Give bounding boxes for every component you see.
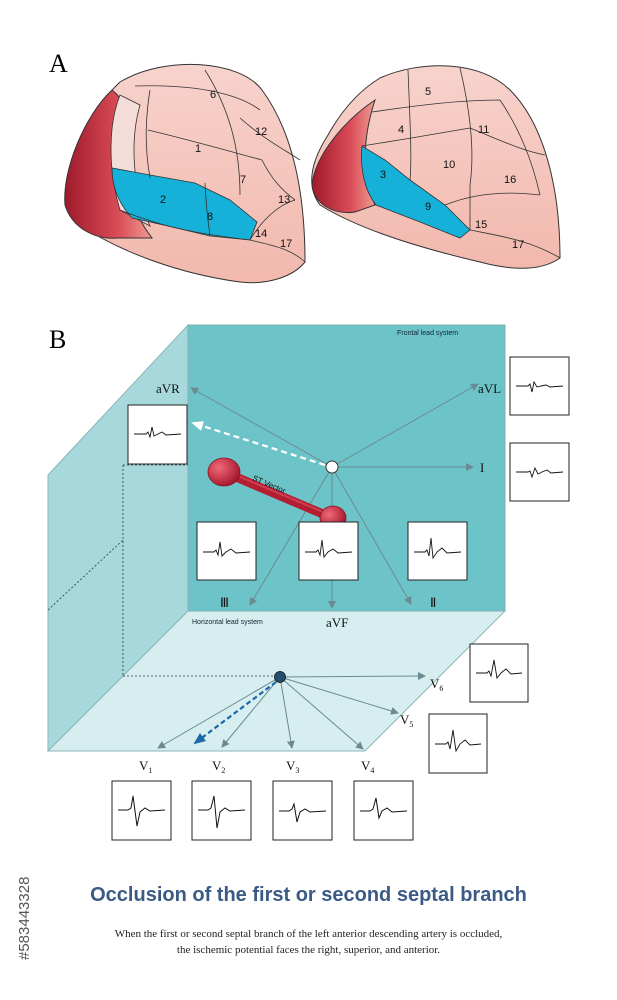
st-vector [207, 457, 347, 531]
heart-right-segment-17: 17 [512, 239, 524, 251]
label-avf: aVF [326, 615, 348, 630]
caption-line-2: the ischemic potential faces the right, … [176, 944, 441, 956]
ecg-box-v5 [428, 713, 488, 774]
heart-right-segment-3: 3 [380, 169, 386, 181]
precordial-lead-labels: V1 V2 V3 V4 V5 V6 [139, 676, 443, 775]
ecg-box-ii [407, 521, 468, 581]
heart-right-gridlines [361, 67, 561, 259]
ecg-box-v3 [272, 780, 333, 841]
caption-line-1: When the first or second septal branch o… [114, 928, 503, 940]
axis-v3 [279, 676, 295, 749]
ecg-box-v1 [111, 780, 172, 841]
heart-right-ischemic-region [361, 145, 471, 239]
label-v6: V6 [430, 676, 443, 693]
stock-id-svg: #583443328 [16, 877, 33, 960]
heart-left-segment-1: 1 [195, 143, 201, 155]
horizontal-center-node [274, 671, 286, 683]
guide-lines [47, 464, 285, 677]
figure-title: Occlusion of the first or second septal … [90, 884, 527, 906]
ecg-box-iii [196, 521, 257, 581]
ecg-box-v4 [353, 780, 414, 841]
axis-avr [190, 387, 333, 468]
label-avl: aVL [478, 381, 501, 396]
axis-v6 [279, 672, 426, 681]
stock-id-text: #583443328 [16, 877, 33, 960]
heart-right-segment-5: 5 [425, 86, 431, 98]
heart-left-segment-7: 7 [240, 174, 246, 186]
heart-left-segment-labels: 6 1 12 2 7 8 13 14 17 [160, 89, 292, 250]
ecg-box-avr [127, 404, 188, 465]
heart-right-segment-11: 11 [478, 124, 489, 136]
label-v2: V2 [212, 758, 225, 775]
axis-ii [331, 466, 412, 605]
precordial-lead-axes [157, 672, 426, 750]
frontal-center-node [325, 460, 339, 474]
stock-id-watermark: #583443328 [14, 760, 34, 960]
panel-label-a: A [49, 49, 68, 78]
label-ii: Ⅱ [430, 595, 436, 610]
heart-right-segment-10: 10 [443, 159, 455, 171]
ecg-box-v2 [191, 780, 252, 841]
heart-left-ischemic-region [111, 167, 258, 241]
heart-right-segment-4: 4 [398, 124, 404, 136]
st-projection-frontal-arrow [191, 421, 326, 467]
label-iii: Ⅲ [220, 595, 229, 610]
heart-right-segment-labels: 5 4 11 3 10 16 9 15 17 [380, 86, 524, 251]
label-i: I [480, 460, 484, 475]
panel-label-b: B [49, 325, 66, 354]
heart-left-segment-6: 6 [210, 89, 216, 101]
heart-left-segment-14: 14 [255, 228, 267, 240]
heart-right-outer [311, 65, 561, 269]
heart-left-gridlines [119, 69, 306, 263]
ecg-box-i [509, 442, 570, 502]
ecg-box-v6 [469, 643, 529, 703]
label-v3: V3 [286, 758, 299, 775]
axis-v4 [279, 676, 364, 750]
heart-left [64, 63, 306, 284]
ecg-box-avl [509, 356, 570, 416]
heart-right-segment-15: 15 [475, 219, 487, 231]
axis-v2 [221, 676, 281, 748]
horizontal-system-label: Horizontal lead system [192, 619, 263, 626]
label-v4: V4 [361, 758, 374, 775]
frontal-system-label: Frontal lead system [397, 330, 458, 337]
ecg-box-avf [298, 521, 359, 581]
heart-left-segment-13: 13 [278, 194, 290, 206]
axis-iii [249, 466, 333, 606]
frontal-lead-labels: aVR aVL I Ⅲ aVF Ⅱ [156, 381, 501, 630]
axis-v1 [157, 676, 281, 749]
heart-left-segment-8: 8 [207, 211, 213, 223]
heart-left-segment-2: 2 [160, 194, 166, 206]
axis-v5 [279, 676, 399, 715]
heart-right [311, 65, 561, 269]
st-projection-horizontal-arrow [193, 681, 277, 745]
heart-left-segment-17: 17 [280, 238, 292, 250]
axis-avl [331, 383, 479, 468]
heart-left-segment-12: 12 [255, 126, 267, 138]
label-v5: V5 [400, 712, 413, 729]
heart-right-segment-9: 9 [425, 201, 431, 213]
label-v1: V1 [139, 758, 152, 775]
heart-right-segment-16: 16 [504, 174, 516, 186]
figure-caption: When the first or second septal branch o… [0, 926, 617, 958]
label-avr: aVR [156, 381, 180, 396]
